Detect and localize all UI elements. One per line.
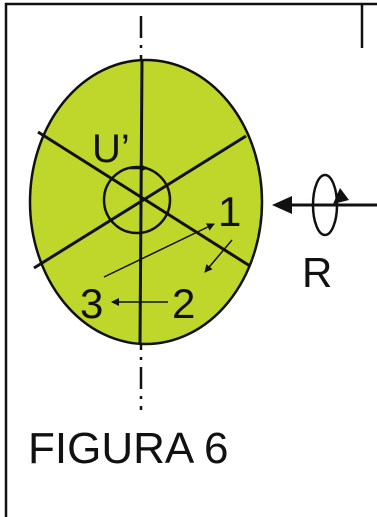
figure-caption: FIGURA 6: [28, 424, 229, 473]
rotation-arrow-icon: [272, 173, 377, 237]
label-rotation-r: R: [302, 249, 332, 296]
label-point-3: 3: [80, 280, 103, 327]
sector-line-diagonal-2: [33, 134, 247, 270]
arrow-1-to-2: [204, 239, 233, 273]
label-point-2: 2: [172, 280, 195, 327]
arrow-3-to-1: [103, 223, 215, 278]
label-u-prime: U’: [92, 127, 130, 171]
label-point-1: 1: [218, 188, 241, 235]
frame-border: [4, 2, 377, 517]
